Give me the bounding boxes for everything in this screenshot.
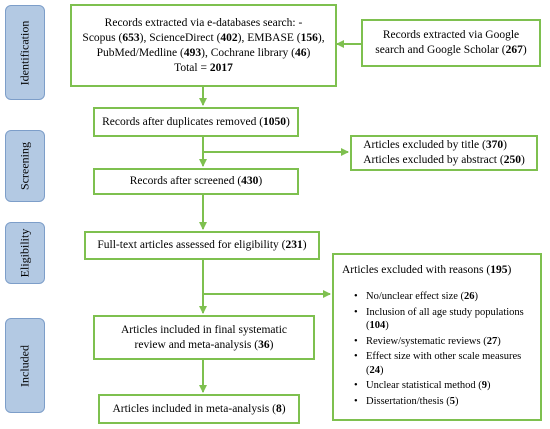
box-screened-close-text: ) [258, 175, 263, 187]
box-google-n-text: 267 [505, 44, 523, 56]
box-reasons-title-text: Articles excluded with reasons ( [342, 264, 491, 276]
stages-eligibility-text: Eligibility [17, 228, 32, 278]
box-meta-n-text: 8 [275, 402, 282, 415]
box-reasons-items-5-text-text: Dissertation/thesis ( [366, 395, 450, 407]
box-records-screened: Records after screened (430) [93, 168, 299, 195]
box-screened-text-text: Records after screened ( [129, 175, 242, 187]
box-reasons-items-0-close-text: ) [474, 291, 479, 302]
box-screened-n-text: 430 [241, 175, 259, 187]
stage-screening: Screening [5, 130, 45, 202]
box-db-sd-close-text: ), [237, 31, 248, 44]
box-systematic-n-text: 36 [258, 338, 270, 351]
box-dup-text-text: Records after duplicates removed ( [102, 115, 264, 128]
stage-included: Included [5, 318, 45, 413]
box-reasons-items-2-n-text: 27 [486, 335, 498, 347]
box-reasons-items-4-n-text: 9 [481, 380, 488, 391]
list-item: Review/systematic reviews (27) [342, 335, 536, 349]
box-reasons-items-3-text-text: Effect size with other scale measures ( [366, 351, 522, 376]
box-db-total-text: Total = [174, 61, 210, 74]
box-dup-n-text: 1050 [263, 115, 287, 128]
list-item: Effect size with other scale measures (2… [342, 350, 536, 377]
box-database-search: Records extracted via e-databases search… [70, 4, 337, 87]
list-item: Unclear statistical method (9) [342, 379, 536, 393]
box-dup-close-text: ) [286, 115, 290, 128]
box-reasons-items-1-n-text: 104 [369, 320, 386, 331]
box-meta-text-text: Articles included in meta-analysis ( [112, 402, 276, 415]
excluded-reasons-list: No/unclear effect size (26) Inclusion of… [342, 290, 536, 408]
stage-identification: Identification [5, 5, 45, 100]
box-db-cochrane-text: Cochrane library ( [210, 46, 295, 59]
box-meta-analysis: Articles included in meta-analysis (8) [98, 394, 300, 424]
box-google-search: Records extracted via Google search and … [361, 19, 541, 67]
box-fulltext-close-text: ) [302, 239, 307, 251]
box-systematic-l1-text: Articles included in final systematic [120, 323, 288, 336]
box-db-scopus-text: Scopus ( [82, 31, 123, 44]
box-google-l1-text: Records extracted via Google [382, 29, 520, 41]
box-db-total-n-text: 2017 [209, 61, 233, 74]
box-excl-title-c2-text: ) [520, 154, 525, 166]
box-reasons-items-4-text-text: Unclear statistical method ( [366, 380, 482, 391]
box-reasons-items-5-close-text: ) [454, 395, 459, 407]
box-db-pubmed-close-text: ), [201, 46, 211, 59]
box-fulltext-n-text: 231 [285, 239, 303, 251]
box-excl-title-l1-text: Articles excluded by title ( [363, 139, 486, 151]
box-excl-title-n1-text: 370 [485, 139, 504, 151]
box-excluded-title-abstract: Articles excluded by title (370) Article… [350, 135, 538, 171]
box-reasons-items-3-close-text: ) [380, 364, 384, 376]
list-item: Inclusion of all age study populations (… [342, 306, 536, 333]
box-db-pubmed-n-text: 493 [183, 46, 202, 59]
box-systematic-close-text: ) [269, 338, 274, 351]
stages-identification-text: Identification [17, 20, 32, 85]
box-fulltext-assessed: Full-text articles assessed for eligibil… [84, 231, 320, 260]
box-db-l1a-text: Records extracted via e-databases search… [104, 16, 303, 29]
box-excluded-reasons: Articles excluded with reasons (195) No/… [332, 253, 542, 421]
box-meta-close-text: ) [281, 402, 286, 415]
box-reasons-items-0-text-text: No/unclear effect size ( [366, 291, 465, 302]
box-google-close-text: ) [522, 44, 527, 56]
list-item: Dissertation/thesis (5) [342, 395, 536, 409]
box-reasons-items-2-text-text: Review/systematic reviews ( [366, 335, 487, 347]
box-reasons-items-1-text-text: Inclusion of all age study populations ( [366, 306, 524, 332]
box-reasons-items-3-n-text: 24 [369, 364, 381, 376]
box-systematic-l2-text: review and meta-analysis ( [134, 338, 259, 351]
box-systematic-review: Articles included in final systematic re… [93, 315, 315, 360]
excluded-reasons-title: Articles excluded with reasons (195) [342, 263, 536, 278]
box-excl-title-l2-text: Articles excluded by abstract ( [363, 154, 504, 166]
box-reasons-items-4-close-text: ) [487, 380, 491, 391]
box-db-embase-close-text: ), [317, 31, 325, 44]
box-reasons-items-5-n-text: 5 [449, 395, 455, 407]
box-duplicates-removed: Records after duplicates removed (1050) [93, 107, 299, 137]
box-reasons-items-2-close-text: ) [497, 335, 501, 347]
box-excl-title-c1-text: ) [503, 139, 507, 151]
box-db-embase-text: EMBASE ( [247, 31, 301, 44]
box-db-cochrane-close-text: ) [306, 46, 311, 59]
box-db-scopus-close-text: ), [139, 31, 150, 44]
box-reasons-items-1-close-text: ) [385, 320, 389, 331]
box-reasons-items-0-n-text: 26 [464, 291, 475, 302]
box-db-embase-n-text: 156 [300, 31, 318, 44]
box-db-sd-text: ScienceDirect ( [149, 31, 221, 44]
list-item: No/unclear effect size (26) [342, 290, 536, 304]
stages-included-text: Included [17, 344, 32, 387]
box-db-cochrane-n-text: 46 [295, 46, 307, 59]
stages-screening-text: Screening [17, 142, 32, 190]
box-db-scopus-n-text: 653 [122, 31, 140, 44]
box-google-l2-text: search and Google Scholar ( [375, 44, 506, 56]
box-reasons-n-text: 195 [490, 264, 508, 276]
box-excl-title-n2-text: 250 [503, 154, 521, 166]
stage-eligibility: Eligibility [5, 222, 45, 284]
box-fulltext-text-text: Full-text articles assessed for eligibil… [97, 239, 286, 251]
box-db-pubmed-text: PubMed/Medline ( [96, 46, 184, 59]
box-db-sd-n-text: 402 [220, 31, 238, 44]
box-reasons-close-text: ) [507, 264, 512, 276]
